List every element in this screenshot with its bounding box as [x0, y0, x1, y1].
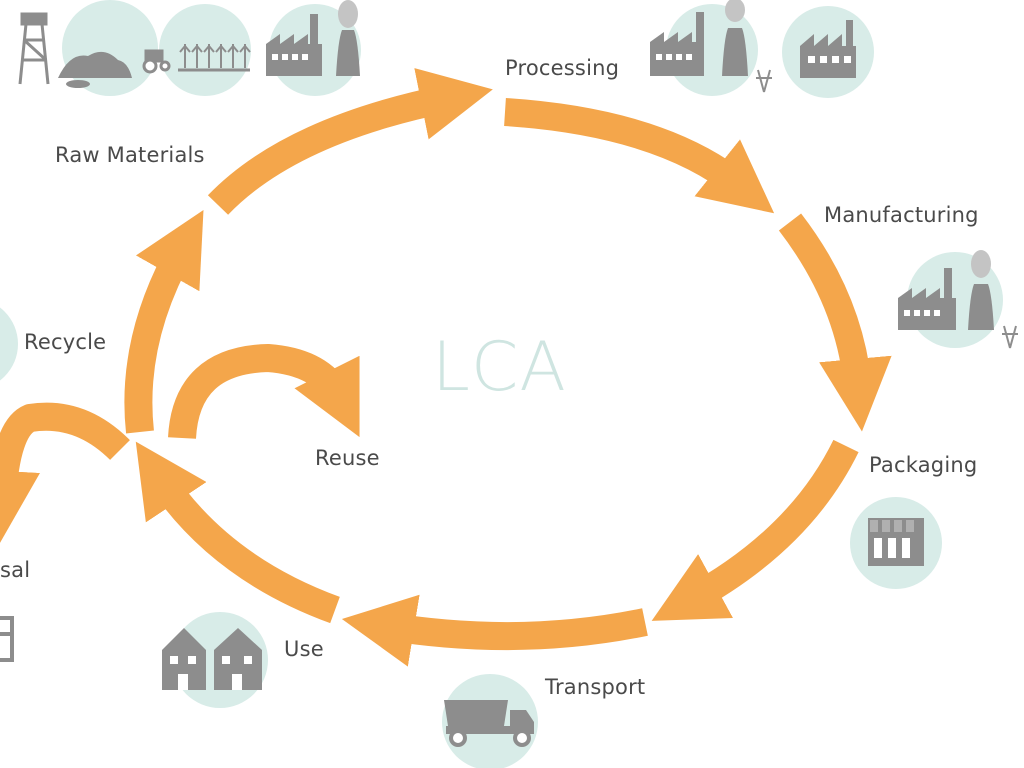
houses-icon [162, 628, 262, 690]
transport-icons [442, 674, 538, 768]
arrow-packaging-to-transport [651, 439, 859, 621]
stage-label-packaging: Packaging [869, 453, 978, 477]
arrow-transport-to-use [341, 594, 648, 667]
stage-label-processing: Processing [505, 56, 620, 80]
tractor-field-icon [142, 44, 251, 74]
packaging-icons [850, 497, 942, 589]
processing-icons [650, 0, 874, 98]
trash-bin-icon [0, 616, 14, 662]
arrow-disposal [0, 402, 130, 544]
arrow-reuse-loop [168, 343, 360, 440]
disposal-icons [0, 616, 14, 662]
center-label: LCA [432, 328, 567, 407]
stage-label-raw-materials: Raw Materials [55, 143, 205, 167]
manufacturing-icons [898, 250, 1018, 349]
stage-label-use: Use [284, 637, 324, 661]
arrow-recycle-to-raw [124, 209, 204, 434]
stage-label-recycle: Recycle [24, 330, 107, 354]
factory-icon [266, 0, 360, 76]
arrow-processing-to-manufacturing [504, 98, 775, 214]
ore-pile-icon [58, 51, 132, 88]
cycle-arrows [0, 68, 892, 667]
stage-label-transport: Transport [545, 675, 646, 699]
raw-materials-icons [18, 0, 361, 96]
use-icons [162, 612, 268, 708]
arrow-use-to-junction [135, 441, 340, 624]
package-boxes-icon [868, 518, 924, 566]
arrow-raw-to-processing [207, 68, 493, 215]
stage-label-manufacturing: Manufacturing [824, 203, 979, 227]
recycle-icons [0, 307, 18, 381]
stage-label-reuse: Reuse [315, 446, 380, 470]
stage-label-disposal: sal [0, 558, 31, 582]
arrow-manufacturing-to-packaging [778, 213, 892, 432]
dump-truck-icon [444, 700, 534, 747]
factory-power-plant-icon [898, 250, 1018, 349]
power-plant-icon [650, 0, 772, 93]
factory-icon [800, 20, 856, 78]
watchtower-icon [18, 12, 50, 85]
